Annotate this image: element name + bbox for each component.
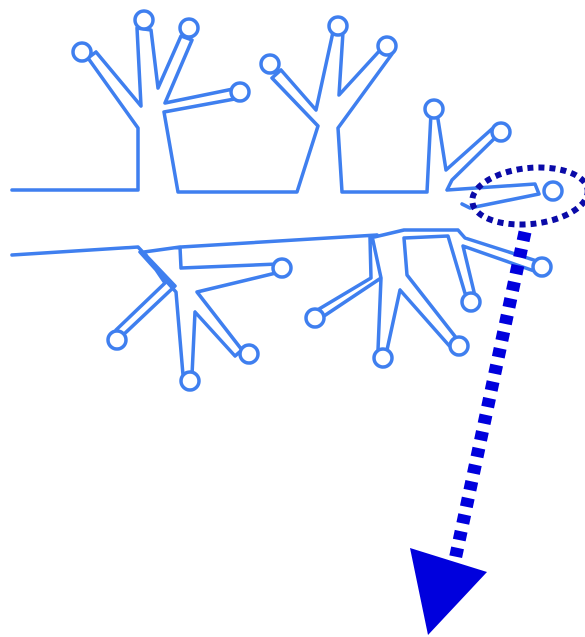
knob [533,258,551,276]
knob [108,331,126,349]
knob [273,259,291,277]
arrow-head [410,548,487,635]
knob [425,100,443,118]
knob [135,11,153,29]
arrow-shaft [455,232,525,560]
knob [450,337,468,355]
knob [544,182,562,200]
knob [240,345,258,363]
knob [180,19,198,37]
knob [181,372,199,390]
knob [73,43,91,61]
knob [231,83,249,101]
knob [374,349,392,367]
knob [261,55,279,73]
knob [492,123,510,141]
knob [329,17,347,35]
knob [462,293,480,311]
terminal-knobs [73,11,562,390]
knob [306,309,324,327]
knob [378,37,396,55]
